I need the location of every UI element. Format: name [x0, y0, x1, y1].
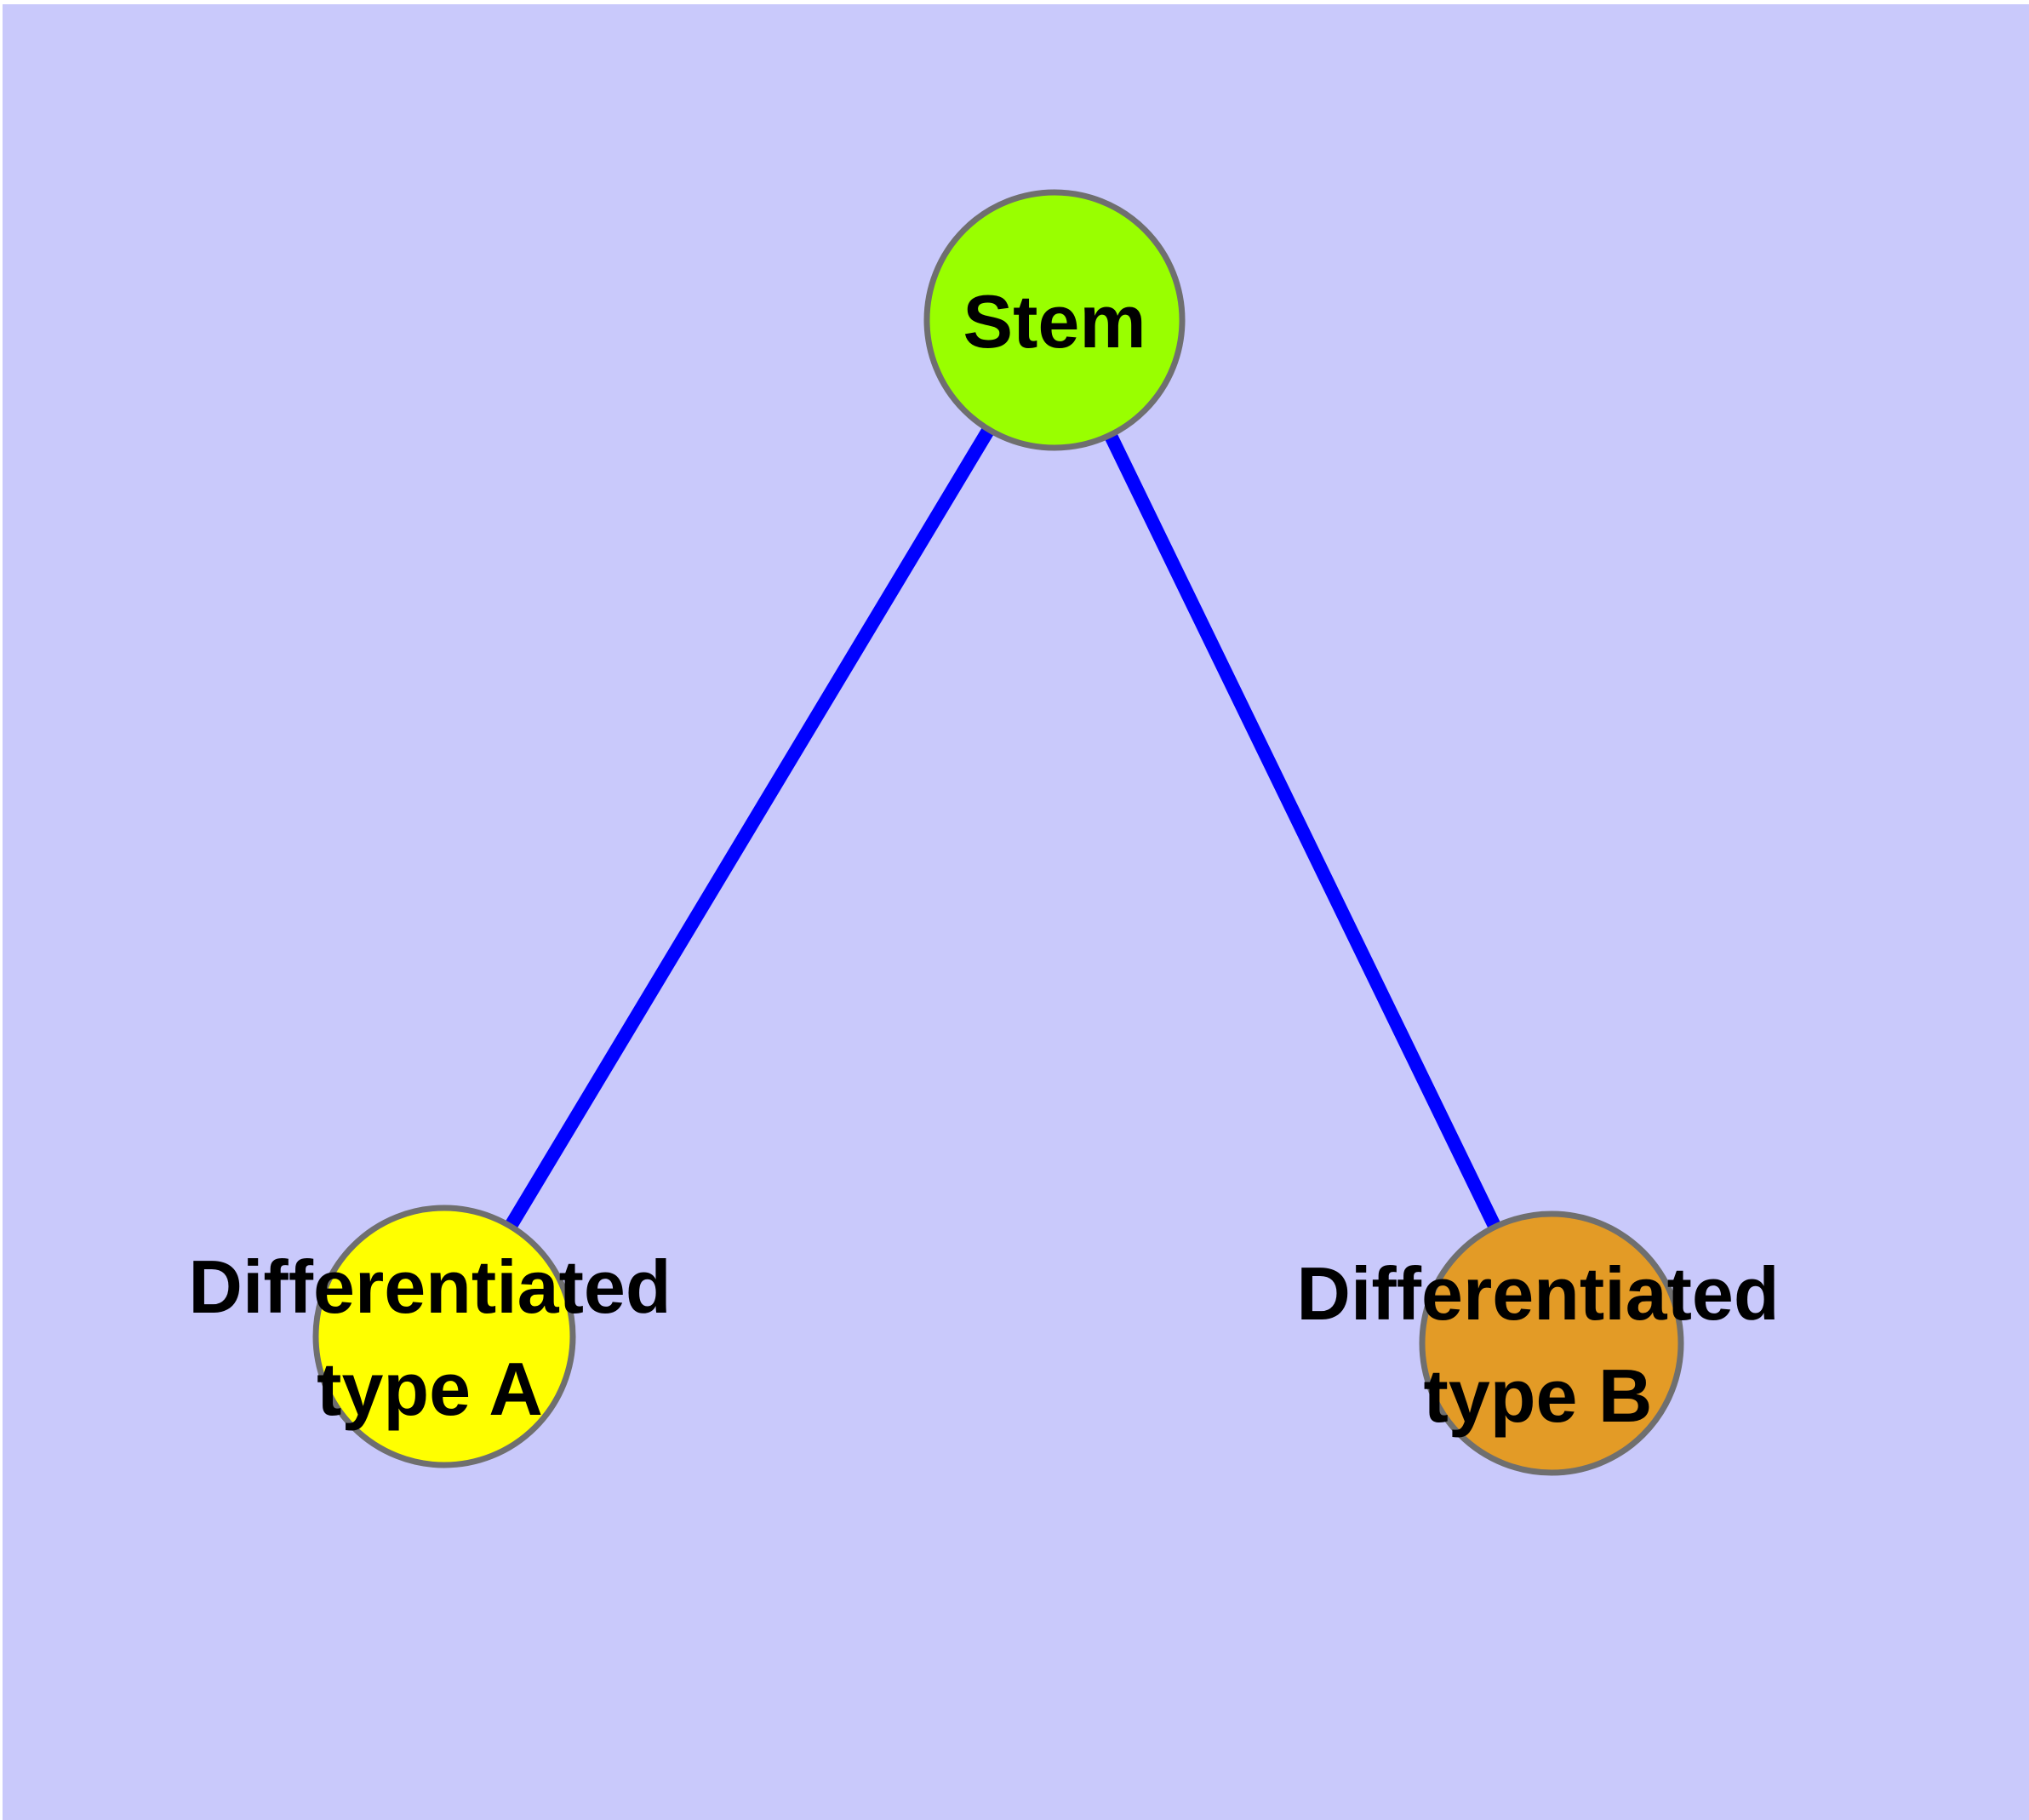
node-label-stem: Stem — [963, 279, 1146, 363]
node-differentiated-type-b — [1419, 1210, 1684, 1476]
node-label-line: type B — [1424, 1354, 1653, 1438]
node-label-differentiated-type-b: Differentiated type B — [1296, 1251, 1779, 1438]
node-label-line: Differentiated — [1296, 1251, 1779, 1336]
node-label-line: Differentiated — [188, 1245, 671, 1329]
node-label-line: Stem — [963, 279, 1146, 363]
node-label-line: type A — [317, 1347, 543, 1431]
node-label-differentiated-type-a: Differentiated type A — [188, 1245, 671, 1431]
edge-stem-to-differentiated-type-b — [1048, 313, 1558, 1350]
node-stem — [923, 189, 1186, 451]
node-differentiated-type-a — [312, 1205, 576, 1468]
edge-stem-to-differentiated-type-a — [437, 313, 1061, 1343]
